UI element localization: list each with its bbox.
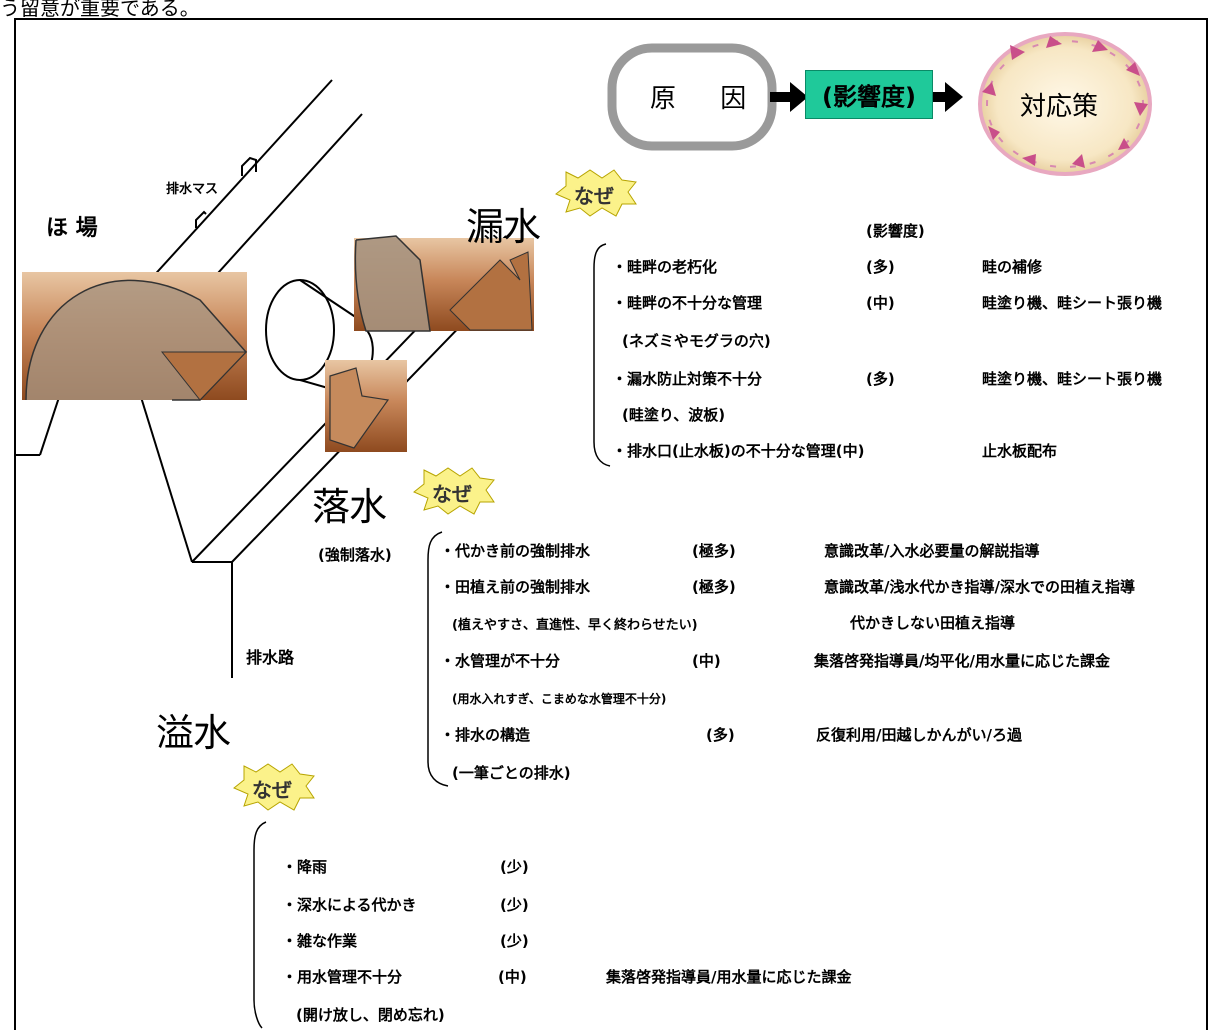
naze-star-overflow: [233, 763, 315, 811]
leak-row-cause: ・畦畔の老朽化: [612, 258, 718, 276]
overflow-row-note: (開け放し、閉め忘れ): [296, 1006, 445, 1024]
leak-row-measure: 畦塗り機、畦シート張り機: [982, 294, 1163, 312]
leak-row-impact: (多): [866, 258, 895, 276]
fall-row-cause: ・代かき前の強制排水: [440, 542, 591, 560]
naze-leak-text: なぜ: [574, 184, 614, 208]
fall-row-cause: ・排水の構造: [440, 726, 531, 744]
fall-row-impact: (中): [692, 652, 721, 670]
fall-row-cause: ・田植え前の強制排水: [440, 578, 591, 596]
fall-row-note: (植えやすさ、直進性、早く終わらせたい): [452, 618, 698, 633]
fall-row-measure: 代かきしない田植え指導: [850, 614, 1016, 632]
overflow-row-measure: 集落啓発指導員/用水量に応じた課金: [606, 968, 852, 986]
fall-row-note: (一筆ごとの排水): [452, 764, 571, 782]
naze-overflow-text: なぜ: [252, 778, 292, 802]
overflow-row-impact: (少): [500, 932, 529, 950]
leak-impact-header: (影響度): [866, 222, 925, 240]
legend-cause-label: 原 因: [650, 84, 765, 114]
overflow-row-cause: ・降雨: [282, 858, 328, 876]
overflow-row-cause: ・雑な作業: [282, 932, 358, 950]
brackets: [253, 243, 611, 1029]
overflow-heading: 溢水: [156, 711, 231, 755]
fall-heading: 落水: [312, 485, 387, 529]
arrow-icon: [925, 82, 963, 112]
fall-row-impact: (極多): [692, 578, 736, 596]
leak-row-measure: 止水板配布: [982, 442, 1058, 460]
legend-impact-label: (影響度): [805, 70, 933, 119]
naze-fall-text: なぜ: [432, 482, 472, 506]
soil-block-field: [22, 272, 248, 401]
field-label: ほ 場: [46, 216, 98, 241]
overflow-row-impact: (少): [500, 858, 529, 876]
top-caption: う留意が重要である。: [0, 0, 200, 20]
fall-row-measure: 意識改革/入水必要量の解説指導: [824, 542, 1040, 560]
leak-row-note: (ネズミやモグラの穴): [622, 332, 771, 350]
fall-row-measure: 意識改革/浅水代かき指導/深水での田植え指導: [824, 578, 1135, 596]
fall-row-measure: 反復利用/田越しかんがい/ろ過: [816, 726, 1022, 744]
leak-row-cause: ・漏水防止対策不十分: [612, 370, 763, 388]
fall-sub-label: (強制落水): [318, 546, 392, 564]
soil-block-fall: [325, 360, 407, 452]
leak-row-impact: (多): [866, 370, 895, 388]
fall-row-impact: (多): [706, 726, 735, 744]
drain-channel-label: 排水路: [246, 648, 295, 667]
arrow-icon: [770, 82, 808, 112]
leak-row-cause: ・畦畔の不十分な管理: [612, 294, 763, 312]
drain-box-label: 排水マス: [166, 182, 219, 197]
leak-row-measure: 畦塗り機、畦シート張り機: [982, 370, 1163, 388]
overflow-row-cause: ・深水による代かき: [282, 896, 417, 914]
diagram-frame: [14, 18, 1208, 1030]
fall-row-note: (用水入れすぎ、こまめな水管理不十分): [452, 692, 667, 706]
soil-block-leak: [354, 235, 534, 332]
fall-row-measure: 集落啓発指導員/均平化/用水量に応じた課金: [814, 652, 1110, 670]
leak-row-impact: (中): [866, 294, 895, 312]
measure-oval-shape: [978, 32, 1152, 176]
legend-measure-label: 対応策: [1020, 92, 1099, 122]
overflow-row-impact: (中): [498, 968, 527, 986]
fall-row-impact: (極多): [692, 542, 736, 560]
naze-star-leak: [555, 169, 637, 217]
leak-row-measure: 畦の補修: [982, 258, 1043, 276]
leak-heading: 漏水: [466, 205, 541, 249]
naze-star-fall: [413, 467, 495, 515]
fall-row-cause: ・水管理が不十分: [440, 652, 561, 670]
overflow-row-impact: (少): [500, 896, 529, 914]
leak-row-note: (畦塗り、波板): [622, 406, 726, 424]
leak-row-cause: ・排水口(止水板)の不十分な管理(中): [612, 442, 865, 460]
overflow-row-cause: ・用水管理不十分: [282, 968, 403, 986]
